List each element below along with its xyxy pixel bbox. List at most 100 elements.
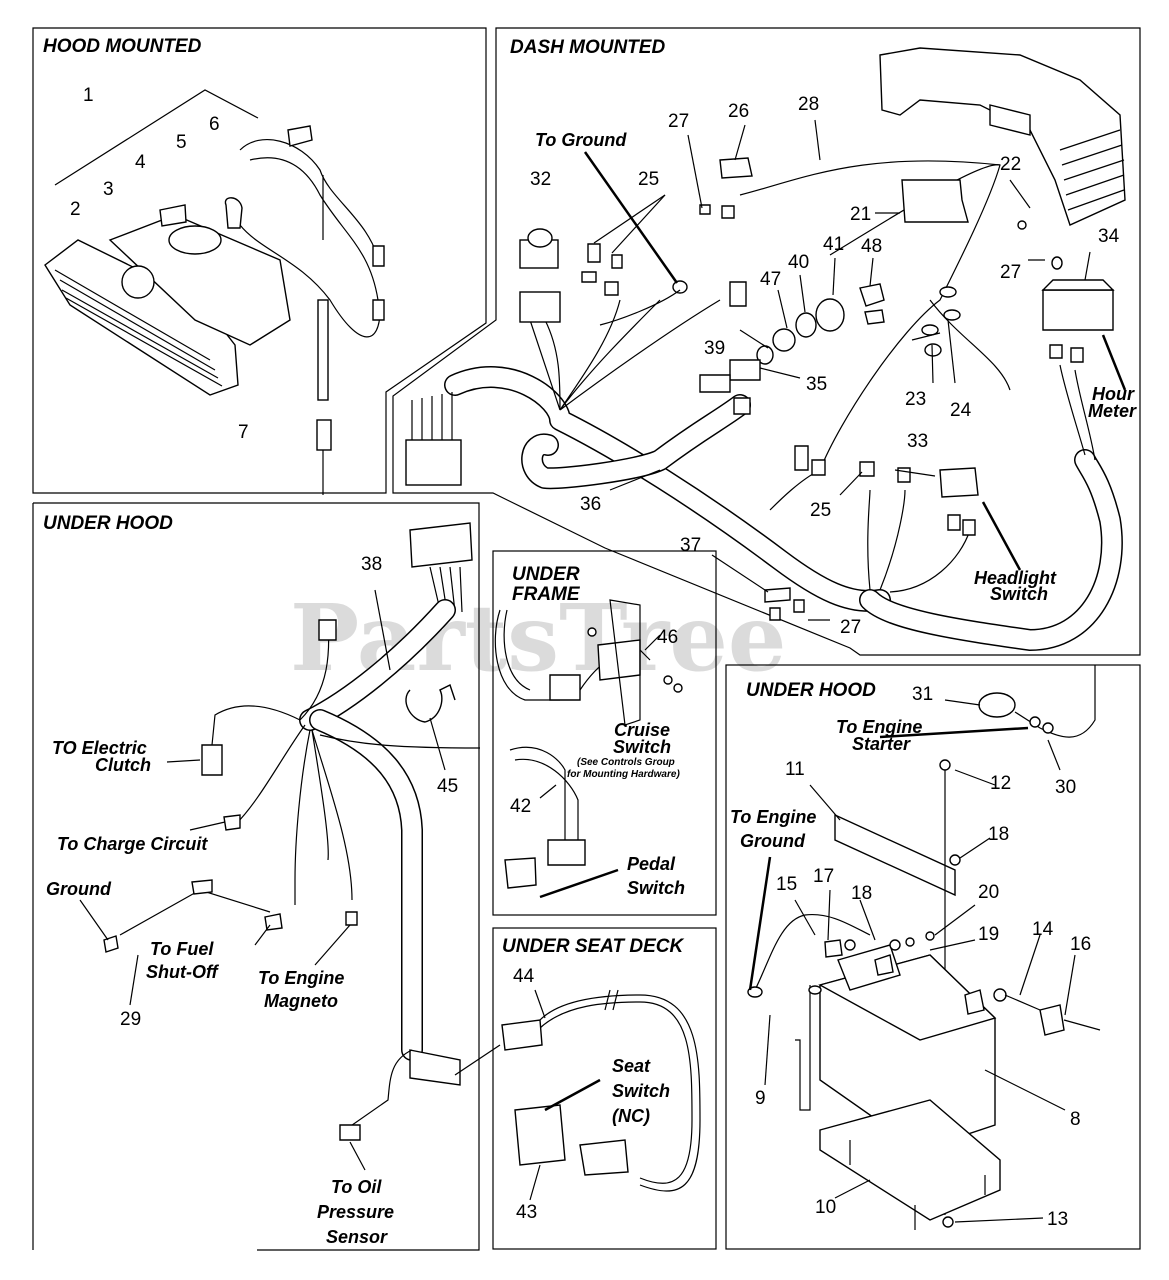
- label-to-engine-ground-1: To Engine: [730, 807, 816, 827]
- label-cruise-note-2: for Mounting Hardware): [567, 769, 680, 780]
- frame-under-hood-left: [33, 502, 480, 1251]
- label-to-engine-starter-1: To Engine: [836, 717, 922, 737]
- label-to-oil-pressure-3: Sensor: [326, 1227, 388, 1247]
- dash-leaders: [583, 119, 1127, 621]
- callout-22: 22: [1000, 154, 1021, 175]
- label-to-fuel-shutoff-1: To Fuel: [150, 939, 214, 959]
- under-hood-right-art: [747, 665, 1101, 1230]
- section-title-under-frame-1: UNDER: [512, 564, 580, 585]
- section-title-under-frame-2: FRAME: [512, 584, 581, 605]
- section-title-dash-mounted: DASH MOUNTED: [510, 37, 665, 58]
- callout-27b: 27: [1000, 262, 1021, 283]
- callout-34: 34: [1098, 226, 1120, 247]
- callout-6: 6: [209, 114, 220, 135]
- callout-18b: 18: [851, 883, 872, 904]
- callout-35: 35: [806, 374, 827, 395]
- callout-28: 28: [798, 94, 819, 115]
- label-cruise-switch-1: Cruise: [614, 720, 670, 740]
- callout-48: 48: [861, 236, 882, 257]
- callout-25a: 25: [638, 169, 659, 190]
- callout-24: 24: [950, 400, 972, 421]
- callout-27a: 27: [668, 111, 689, 132]
- callout-30: 30: [1055, 777, 1076, 798]
- headlight-assembly: [44, 89, 385, 495]
- callout-37: 37: [680, 535, 701, 556]
- frame-under-seat-deck: [492, 927, 717, 1250]
- under-seat-deck-art: [454, 989, 701, 1201]
- callout-25b: 25: [810, 500, 831, 521]
- callout-32: 32: [530, 169, 551, 190]
- callout-14: 14: [1032, 919, 1054, 940]
- callout-31: 31: [912, 684, 933, 705]
- callout-39: 39: [704, 338, 725, 359]
- label-to-engine-magneto-2: Magneto: [264, 991, 338, 1011]
- dash-panel: [879, 47, 1126, 226]
- section-title-under-hood-right: UNDER HOOD: [746, 680, 876, 701]
- callout-15: 15: [776, 874, 797, 895]
- callout-3: 3: [103, 179, 114, 200]
- callout-47: 47: [760, 269, 781, 290]
- callout-8: 8: [1070, 1109, 1081, 1130]
- frame-under-hood-right: [725, 664, 1141, 1250]
- label-hour-meter-2: Meter: [1088, 401, 1137, 421]
- label-hour-meter-1: Hour: [1092, 384, 1135, 404]
- dash-components: [405, 157, 1115, 621]
- callout-21: 21: [850, 204, 871, 225]
- callout-10: 10: [815, 1197, 836, 1218]
- label-to-fuel-shutoff-2: Shut-Off: [146, 962, 220, 982]
- label-to-oil-pressure-2: Pressure: [317, 1202, 394, 1222]
- label-to-oil-pressure-1: To Oil: [331, 1177, 382, 1197]
- callout-20: 20: [978, 882, 999, 903]
- wire-harness: [444, 160, 1123, 651]
- label-seat-switch-2: Switch: [612, 1081, 670, 1101]
- callout-18a: 18: [988, 824, 1009, 845]
- under-hood-left-leaders: [79, 589, 446, 1171]
- callout-29: 29: [120, 1009, 141, 1030]
- callout-1: 1: [83, 85, 94, 106]
- label-pedal-switch-1: Pedal: [627, 854, 676, 874]
- label-headlight-switch-2: Switch: [990, 584, 1048, 604]
- callout-9: 9: [755, 1088, 766, 1109]
- callout-38: 38: [361, 554, 382, 575]
- label-seat-switch-3: (NC): [612, 1106, 650, 1126]
- callout-45: 45: [437, 776, 458, 797]
- under-frame-art: [494, 599, 683, 899]
- section-title-under-seat-deck: UNDER SEAT DECK: [502, 936, 684, 957]
- under-hood-right-leaders: [764, 699, 1076, 1223]
- label-headlight-switch-1: Headlight: [974, 568, 1057, 588]
- callout-13: 13: [1047, 1209, 1068, 1230]
- callout-44: 44: [513, 966, 535, 987]
- label-pedal-switch-2: Switch: [627, 878, 685, 898]
- callout-46: 46: [657, 627, 678, 648]
- label-seat-switch-1: Seat: [612, 1056, 651, 1076]
- callout-numbers: 1 2 3 4 5 6 7 8 9 10 11 12 13 14 15 16 1…: [70, 85, 1120, 1230]
- callout-36: 36: [580, 494, 601, 515]
- callout-12: 12: [990, 773, 1011, 794]
- callout-7: 7: [238, 422, 249, 443]
- annotation-labels: To Ground Hour Meter Headlight Switch TO…: [46, 130, 1137, 1247]
- label-ground: Ground: [46, 879, 112, 899]
- label-to-engine-ground-2: Ground: [740, 831, 806, 851]
- label-to-charge-circuit: To Charge Circuit: [57, 834, 208, 854]
- frame-dash-mounted: [392, 27, 1141, 656]
- section-title-hood-mounted: HOOD MOUNTED: [43, 36, 202, 57]
- label-cruise-switch-2: Switch: [613, 737, 671, 757]
- frame-under-frame: [492, 550, 717, 916]
- label-to-engine-magneto-1: To Engine: [258, 968, 344, 988]
- callout-41: 41: [823, 234, 844, 255]
- callout-27c: 27: [840, 617, 861, 638]
- callout-16: 16: [1070, 934, 1091, 955]
- label-to-ground: To Ground: [535, 130, 627, 150]
- callout-4: 4: [135, 152, 146, 173]
- callout-19: 19: [978, 924, 999, 945]
- callout-11: 11: [785, 759, 805, 780]
- under-hood-left-harness: [103, 522, 481, 1141]
- label-cruise-note-1: (See Controls Group: [577, 757, 675, 768]
- callout-33: 33: [907, 431, 928, 452]
- label-to-electric-clutch-1: TO Electric: [52, 738, 147, 758]
- callout-5: 5: [176, 132, 187, 153]
- callout-26: 26: [728, 101, 749, 122]
- callout-2: 2: [70, 199, 81, 220]
